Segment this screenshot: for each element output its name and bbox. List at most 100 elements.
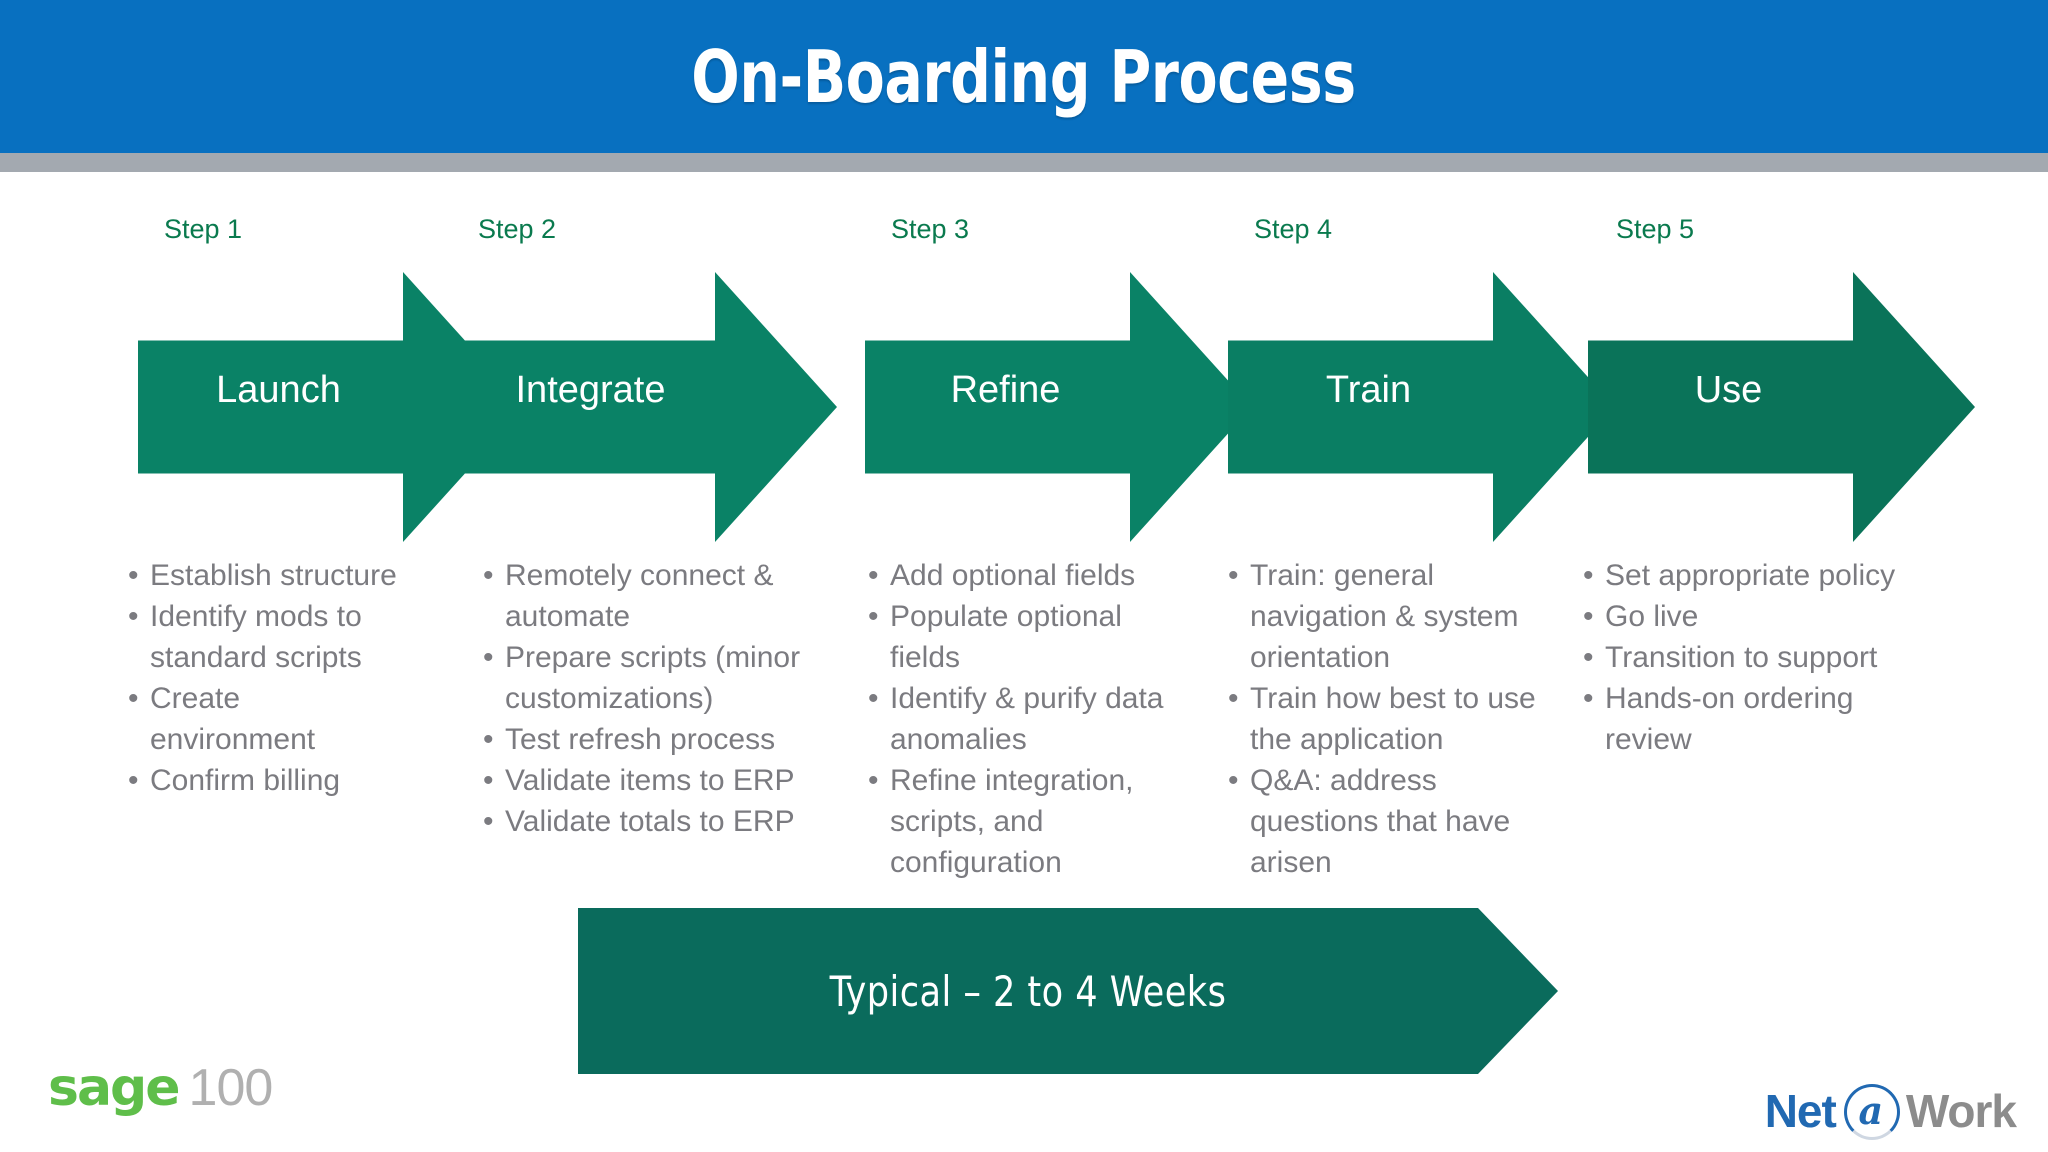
bullet-dot-icon: • bbox=[483, 559, 494, 592]
list-item: • Validate items to ERP bbox=[483, 760, 838, 801]
sage-100-logo: sage 100 bbox=[48, 1058, 274, 1118]
bullet-text: Identify mods to standard scripts bbox=[150, 600, 362, 674]
bullet-dot-icon: • bbox=[128, 600, 139, 633]
bullet-dot-icon: • bbox=[868, 682, 879, 715]
step-name-1: Launch bbox=[216, 368, 341, 411]
list-item: • Confirm billing bbox=[128, 760, 413, 801]
list-item: • Transition to support bbox=[1583, 637, 1943, 678]
step-name-4: Train bbox=[1325, 368, 1412, 411]
bullet-dot-icon: • bbox=[1583, 600, 1594, 633]
list-item: • Hands-on ordering review bbox=[1583, 678, 1943, 760]
bullet-text: Go live bbox=[1605, 600, 1699, 633]
list-item: • Test refresh process bbox=[483, 719, 838, 760]
timeline-banner-shape bbox=[578, 908, 1558, 1074]
bullet-dot-icon: • bbox=[483, 641, 494, 674]
bullet-text: Identify & purify data anomalies bbox=[890, 682, 1164, 756]
step-label-1: Step 1 bbox=[164, 214, 243, 244]
list-item: •Populate optional fields bbox=[868, 596, 1198, 678]
bullet-dot-icon: • bbox=[1583, 641, 1594, 674]
bullet-text: Create environment bbox=[150, 682, 316, 756]
bullet-dot-icon: • bbox=[1583, 682, 1594, 715]
at-circle-icon bbox=[1843, 1084, 1900, 1140]
list-item: • Identify & purify data anomalies bbox=[868, 678, 1198, 760]
bullet-dot-icon: • bbox=[1228, 764, 1239, 797]
step-bullets-4: • Train: general navigation & system orie… bbox=[1228, 555, 1543, 883]
bullet-dot-icon: • bbox=[868, 559, 879, 592]
list-item: • Validate totals to ERP bbox=[483, 801, 838, 842]
netatwork-work-text: Work bbox=[1905, 1085, 2017, 1137]
netatwork-net-text: Net bbox=[1764, 1085, 1837, 1137]
bullet-text: Q&A: address questions that have arisen bbox=[1250, 764, 1511, 879]
bullet-dot-icon: • bbox=[128, 764, 139, 797]
bullet-text: Validate items to ERP bbox=[505, 764, 795, 797]
bullet-text: Transition to support bbox=[1605, 641, 1878, 674]
list-item: • Go live bbox=[1583, 596, 1943, 637]
bullet-text: Establish structure bbox=[150, 559, 397, 592]
bullet-dot-icon: • bbox=[1228, 682, 1239, 715]
bullet-dot-icon: • bbox=[128, 559, 139, 592]
step-bullets-2: • Remotely connect & automate • Prepare scr… bbox=[483, 555, 838, 842]
step-name-3: Refine bbox=[950, 368, 1061, 411]
bullet-text: Hands-on ordering review bbox=[1605, 682, 1854, 756]
arrow-icon bbox=[1228, 272, 1615, 542]
bullet-text: Train how best to use the application bbox=[1250, 682, 1536, 756]
bullet-dot-icon: • bbox=[868, 600, 879, 633]
bullet-dot-icon: • bbox=[1228, 559, 1239, 592]
bullet-dot-icon: • bbox=[483, 723, 494, 756]
bullet-text: Train: general navigation & system orien… bbox=[1250, 559, 1519, 674]
list-item: • Remotely connect & automate bbox=[483, 555, 838, 637]
process-step-4[interactable]: Step 4 Train bbox=[1228, 172, 1615, 592]
bullet-text: Validate totals to ERP bbox=[505, 805, 795, 838]
bullet-text: Remotely connect & automate bbox=[505, 559, 774, 633]
step-arrow-3 bbox=[865, 272, 1252, 542]
step-bullets-5: • Set appropriate policy • Go live • Transiti… bbox=[1583, 555, 1943, 760]
list-item: • Identify mods to standard scripts bbox=[128, 596, 413, 678]
arrow-icon bbox=[1588, 272, 1975, 542]
bullet-dot-icon: • bbox=[868, 764, 879, 797]
bullet-dot-icon: • bbox=[483, 805, 494, 838]
step-label-2: Step 2 bbox=[478, 214, 557, 244]
at-sign-icon: a bbox=[1842, 1082, 1900, 1140]
step-arrow-4 bbox=[1228, 272, 1615, 542]
step-bullets-3: • Add optional fields •Populate optional f… bbox=[868, 555, 1198, 883]
arrow-icon bbox=[865, 272, 1252, 542]
header-divider bbox=[0, 153, 2048, 172]
arrow-icon bbox=[450, 272, 837, 542]
step-arrow-5 bbox=[1588, 272, 1975, 542]
list-item: • Prepare scripts (minor customizations) bbox=[483, 637, 838, 719]
bullet-dot-icon: • bbox=[1583, 559, 1594, 592]
step-name-5: Use bbox=[1694, 368, 1763, 411]
step-arrow-2 bbox=[450, 272, 837, 542]
list-item: • Set appropriate policy bbox=[1583, 555, 1943, 596]
bullet-dot-icon: • bbox=[483, 764, 494, 797]
bullet-text: Refine integration, scripts, and configu… bbox=[890, 764, 1134, 879]
list-item: • Train how best to use the application bbox=[1228, 678, 1543, 760]
bullet-text: Add optional fields bbox=[890, 559, 1136, 592]
list-item: • Add optional fields bbox=[868, 555, 1198, 596]
title-banner: On-Boarding Process bbox=[0, 0, 2048, 153]
arrow-icon bbox=[138, 272, 525, 542]
bullet-dot-icon: • bbox=[128, 682, 139, 715]
step-label-4: Step 4 bbox=[1254, 214, 1333, 244]
timeline-banner: Typical – 2 to 4 Weeks bbox=[578, 908, 1558, 1074]
sage-wordmark: sage bbox=[48, 1058, 181, 1118]
bullet-text: Confirm billing bbox=[150, 764, 341, 797]
bullet-text: Set appropriate policy bbox=[1605, 559, 1896, 592]
list-item: • Establish structure bbox=[128, 555, 413, 596]
bullet-text: Test refresh process bbox=[505, 723, 776, 756]
step-details: • Establish structure • Identify mods to st… bbox=[0, 555, 2048, 885]
list-item: • Train: general navigation & system orie… bbox=[1228, 555, 1543, 678]
timeline-banner-label: Typical – 2 to 4 Weeks bbox=[829, 966, 1227, 1016]
sage-product-number: 100 bbox=[188, 1059, 274, 1117]
process-step-1[interactable]: Step 1 Launch bbox=[138, 172, 525, 592]
process-step-2[interactable]: Step 2 Integrate bbox=[450, 172, 837, 592]
list-item: • Q&A: address questions that have arisen bbox=[1228, 760, 1543, 883]
page-title: On-Boarding Process bbox=[691, 34, 1357, 119]
list-item: • Create environment bbox=[128, 678, 413, 760]
step-name-2: Integrate bbox=[515, 368, 666, 411]
step-arrow-1 bbox=[138, 272, 525, 542]
bullet-text: Prepare scripts (minor customizations) bbox=[505, 641, 801, 715]
